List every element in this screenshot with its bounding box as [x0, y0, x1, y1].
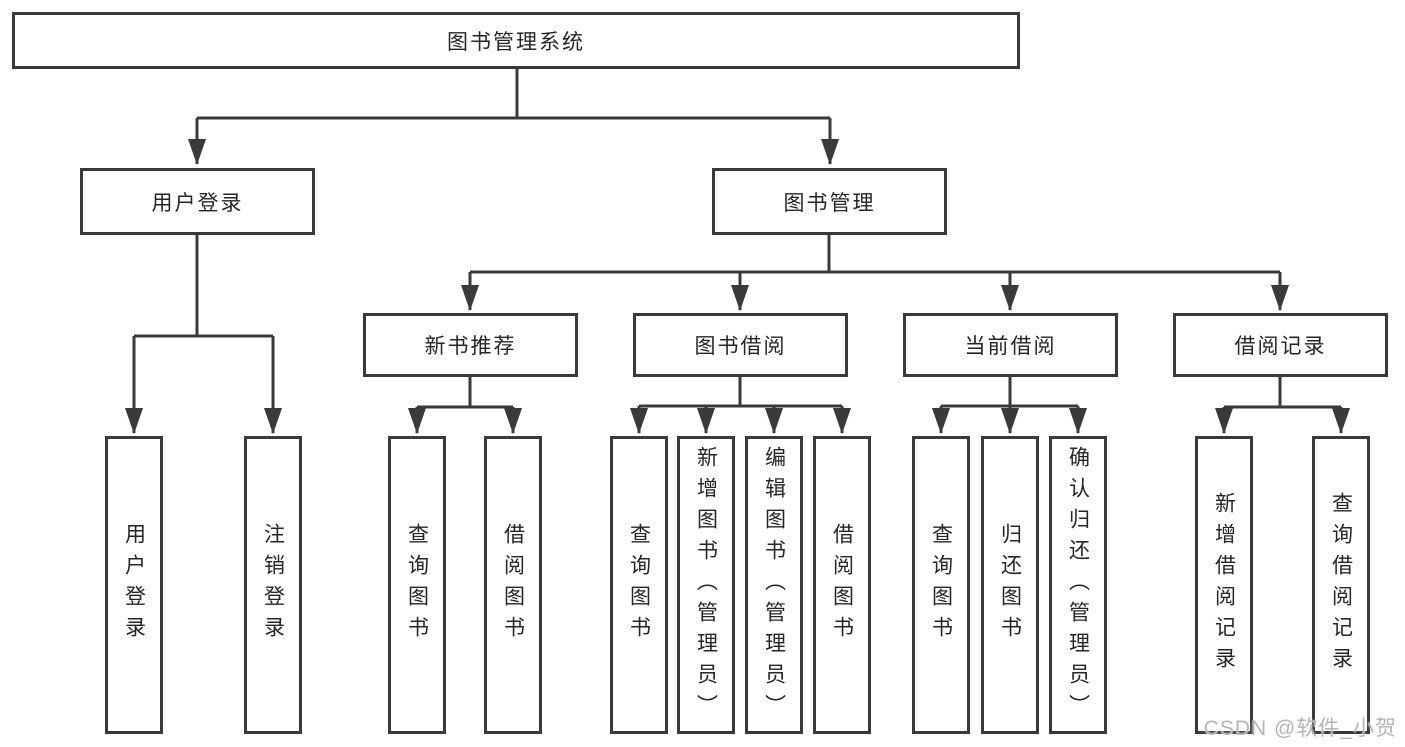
leaf-user-login-label: 用户登录 — [122, 523, 146, 647]
leaf-records-query-record: 查询借阅记录 — [1312, 436, 1370, 734]
leaf-current-return-book-label: 归还图书 — [998, 523, 1022, 647]
node-current-borrow: 当前借阅 — [903, 313, 1118, 377]
leaf-records-add-record: 新增借阅记录 — [1195, 436, 1253, 734]
leaf-borrow-edit-book-admin-label: 编辑图书（管理员） — [762, 445, 786, 725]
node-user-login-branch: 用户登录 — [80, 168, 315, 235]
node-root-label: 图书管理系统 — [447, 30, 585, 54]
node-user-login-label: 用户登录 — [151, 191, 244, 215]
leaf-recommend-borrow-book-label: 借阅图书 — [501, 523, 525, 647]
node-book-management-label: 图书管理 — [783, 191, 876, 215]
leaf-user-login: 用户登录 — [105, 436, 163, 734]
leaf-borrow-borrow-book: 借阅图书 — [813, 436, 871, 734]
leaf-current-confirm-return-admin: 确认归还（管理员） — [1049, 436, 1107, 734]
leaf-logout: 注销登录 — [244, 436, 302, 734]
node-book-borrow-label: 图书借阅 — [694, 335, 787, 358]
leaf-current-return-book: 归还图书 — [981, 436, 1039, 734]
node-new-book-recommend: 新书推荐 — [363, 313, 578, 377]
leaf-current-confirm-return-admin-label: 确认归还（管理员） — [1066, 445, 1090, 725]
node-book-management: 图书管理 — [712, 168, 947, 235]
leaf-recommend-borrow-book: 借阅图书 — [484, 436, 542, 734]
leaf-current-query-book: 查询图书 — [912, 436, 970, 734]
node-current-borrow-label: 当前借阅 — [964, 335, 1057, 358]
node-book-borrow: 图书借阅 — [633, 313, 848, 377]
leaf-borrow-add-book-admin: 新增图书（管理员） — [677, 436, 735, 734]
leaf-recommend-query-book-label: 查询图书 — [405, 523, 429, 647]
node-borrow-records: 借阅记录 — [1173, 313, 1388, 377]
node-new-book-recommend-label: 新书推荐 — [424, 335, 517, 358]
leaf-borrow-query-book-label: 查询图书 — [627, 523, 651, 647]
leaf-records-query-record-label: 查询借阅记录 — [1329, 492, 1353, 678]
leaf-borrow-query-book: 查询图书 — [610, 436, 668, 734]
leaf-recommend-query-book: 查询图书 — [388, 436, 446, 734]
leaf-borrow-borrow-book-label: 借阅图书 — [830, 523, 854, 647]
leaf-borrow-edit-book-admin: 编辑图书（管理员） — [745, 436, 803, 734]
leaf-borrow-add-book-admin-label: 新增图书（管理员） — [694, 445, 718, 725]
leaf-records-add-record-label: 新增借阅记录 — [1212, 492, 1236, 678]
leaf-logout-label: 注销登录 — [261, 523, 285, 647]
leaf-current-query-book-label: 查询图书 — [929, 523, 953, 647]
node-root: 图书管理系统 — [12, 12, 1020, 69]
node-borrow-records-label: 借阅记录 — [1234, 335, 1327, 358]
watermark: CSDN @软件_小贺同学 — [1203, 717, 1397, 740]
